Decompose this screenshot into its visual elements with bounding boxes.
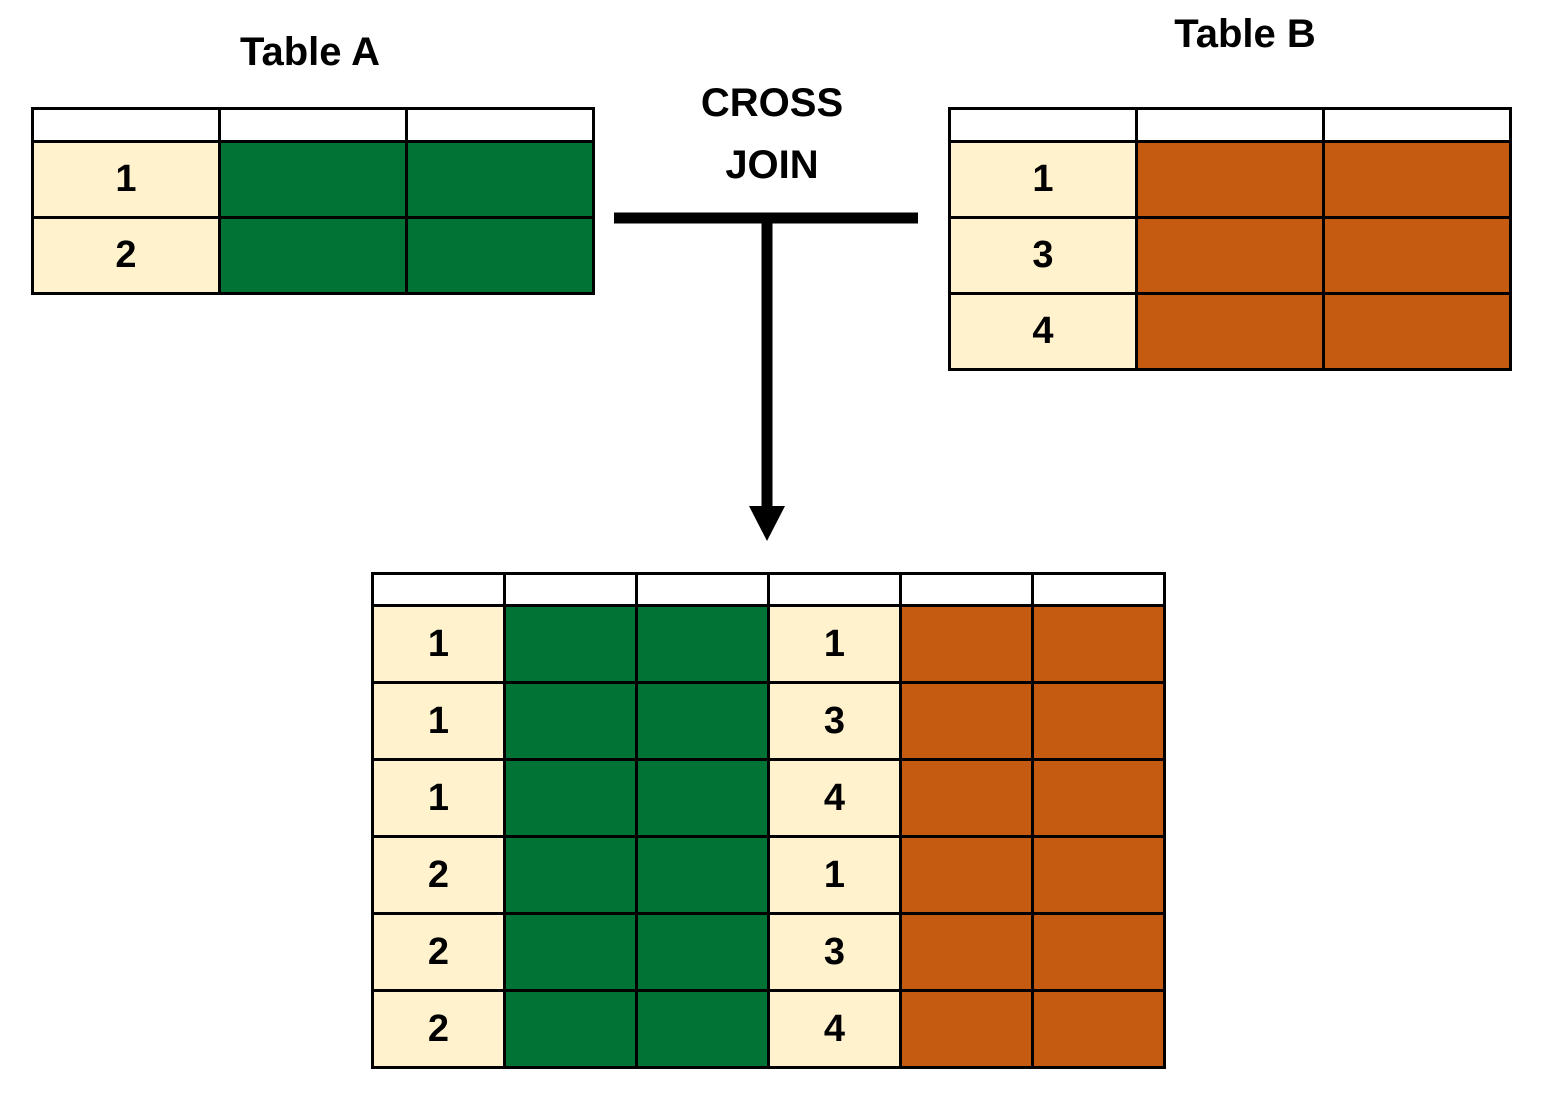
cross-join-label-line2: JOIN: [725, 143, 819, 187]
result-header-cell: [503, 572, 638, 607]
table-b-header-cell: [1322, 107, 1512, 143]
result-b-value-cell: [899, 681, 1034, 761]
result-b-value-cell: [899, 989, 1034, 1069]
result-header-row: [371, 572, 1166, 607]
result-b-value-cell: [899, 604, 1034, 684]
table-b-value-cell: [1135, 216, 1325, 295]
table-b-title: Table B: [1174, 12, 1316, 56]
result-a-value-cell: [503, 758, 638, 838]
result-a-value-cell: [635, 989, 770, 1069]
result-a-value-cell: [635, 604, 770, 684]
result-b-value-cell: [1031, 604, 1166, 684]
table-a: 1 2: [31, 107, 595, 295]
table-a-value-cell: [405, 216, 595, 295]
table-b-value-cell: [1322, 292, 1512, 371]
table-b-row: 4: [948, 292, 1512, 371]
result-a-value-cell: [635, 912, 770, 992]
table-b-value-cell: [1135, 292, 1325, 371]
result-a-key-cell: 1: [371, 758, 506, 838]
result-b-key-cell: 1: [767, 835, 902, 915]
table-b-key-cell: 4: [948, 292, 1138, 371]
result-header-cell: [1031, 572, 1166, 607]
table-b-row: 1: [948, 140, 1512, 219]
result-a-key-cell: 2: [371, 835, 506, 915]
result-header-cell: [899, 572, 1034, 607]
result-b-value-cell: [899, 835, 1034, 915]
result-b-value-cell: [1031, 758, 1166, 838]
result-row: 2 3: [371, 912, 1166, 992]
result-b-value-cell: [1031, 989, 1166, 1069]
result-header-cell: [635, 572, 770, 607]
result-b-key-cell: 4: [767, 758, 902, 838]
result-header-cell: [767, 572, 902, 607]
table-b-header-cell: [948, 107, 1138, 143]
table-a-header-row: [31, 107, 595, 143]
result-row: 2 1: [371, 835, 1166, 915]
table-a-value-cell: [218, 140, 408, 219]
result-b-value-cell: [1031, 681, 1166, 761]
table-a-title: Table A: [239, 30, 381, 74]
result-a-key-cell: 2: [371, 912, 506, 992]
table-a-row: 1: [31, 140, 595, 219]
result-row: 2 4: [371, 989, 1166, 1069]
table-a-header-cell: [405, 107, 595, 143]
result-b-value-cell: [1031, 835, 1166, 915]
table-b-header-cell: [1135, 107, 1325, 143]
result-a-value-cell: [635, 758, 770, 838]
table-b-value-cell: [1135, 140, 1325, 219]
cross-join-label-line1: CROSS: [700, 81, 844, 125]
table-a-row: 2: [31, 216, 595, 295]
result-row: 1 4: [371, 758, 1166, 838]
table-a-key-cell: 2: [31, 216, 221, 295]
result-table: 1 1 1 3 1 4 2 1 2 3 2: [371, 572, 1166, 1069]
result-row: 1 3: [371, 681, 1166, 761]
table-a-value-cell: [218, 216, 408, 295]
result-a-value-cell: [635, 835, 770, 915]
table-a-key-cell: 1: [31, 140, 221, 219]
result-header-cell: [371, 572, 506, 607]
table-a-value-cell: [405, 140, 595, 219]
table-b: 1 3 4: [948, 107, 1512, 371]
cross-join-label: CROSS JOIN: [672, 72, 872, 196]
result-a-key-cell: 1: [371, 681, 506, 761]
result-b-key-cell: 3: [767, 912, 902, 992]
result-a-value-cell: [503, 681, 638, 761]
result-a-value-cell: [503, 912, 638, 992]
table-b-value-cell: [1322, 140, 1512, 219]
arrow-down-icon: [749, 506, 785, 541]
result-row: 1 1: [371, 604, 1166, 684]
table-b-key-cell: 3: [948, 216, 1138, 295]
result-b-value-cell: [899, 912, 1034, 992]
result-a-value-cell: [503, 604, 638, 684]
table-b-row: 3: [948, 216, 1512, 295]
table-b-value-cell: [1322, 216, 1512, 295]
result-b-key-cell: 1: [767, 604, 902, 684]
result-a-value-cell: [503, 989, 638, 1069]
result-b-value-cell: [899, 758, 1034, 838]
result-a-key-cell: 1: [371, 604, 506, 684]
result-b-key-cell: 3: [767, 681, 902, 761]
result-b-value-cell: [1031, 912, 1166, 992]
result-a-value-cell: [635, 681, 770, 761]
table-a-header-cell: [31, 107, 221, 143]
result-a-key-cell: 2: [371, 989, 506, 1069]
result-b-key-cell: 4: [767, 989, 902, 1069]
table-a-header-cell: [218, 107, 408, 143]
table-b-header-row: [948, 107, 1512, 143]
table-b-key-cell: 1: [948, 140, 1138, 219]
result-a-value-cell: [503, 835, 638, 915]
